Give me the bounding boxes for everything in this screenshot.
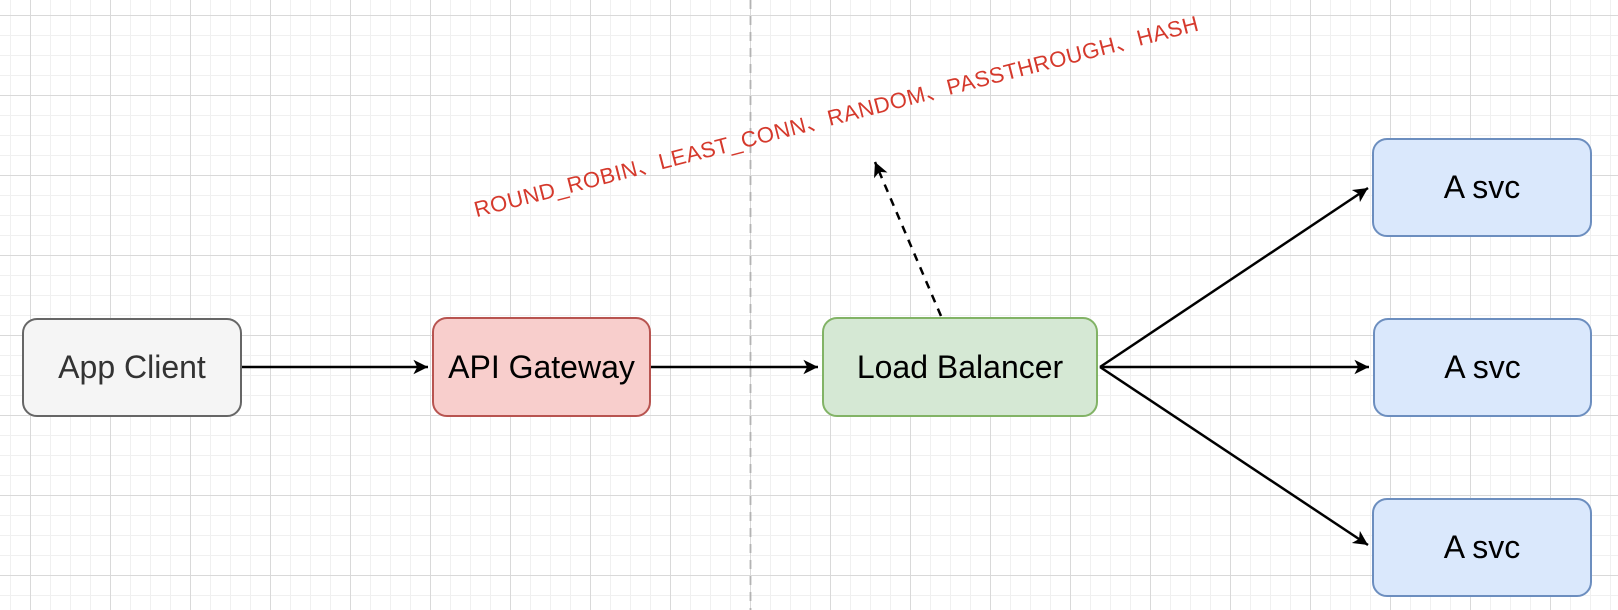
lb-strategies-annotation[interactable]: ROUND_ROBIN、LEAST_CONN、RANDOM、PASSTHROUG… [471, 10, 1202, 223]
node-app-client-label: App Client [58, 349, 206, 385]
node-api-gateway-label: API Gateway [448, 348, 635, 385]
node-a-svc-middle-label: A svc [1444, 349, 1521, 385]
node-a-svc-top[interactable]: A svc [1372, 138, 1592, 237]
node-a-svc-bottom[interactable]: A svc [1372, 498, 1592, 597]
node-load-balancer-label: Load Balancer [856, 348, 1064, 385]
node-a-svc-bottom-label: A svc [1443, 529, 1521, 565]
node-api-gateway[interactable]: API Gateway [432, 317, 651, 417]
node-a-svc-top-label: A svc [1443, 169, 1521, 205]
edge-loadbalancer-annotation[interactable] [873, 161, 943, 317]
node-load-balancer[interactable]: Load Balancer [822, 317, 1098, 417]
node-a-svc-middle[interactable]: A svc [1373, 318, 1592, 417]
node-app-client[interactable]: App Client [22, 318, 242, 417]
edge-loadbalancer-svc-top[interactable] [1099, 186, 1369, 369]
edge-loadbalancer-svc-bottom[interactable] [1099, 365, 1369, 547]
